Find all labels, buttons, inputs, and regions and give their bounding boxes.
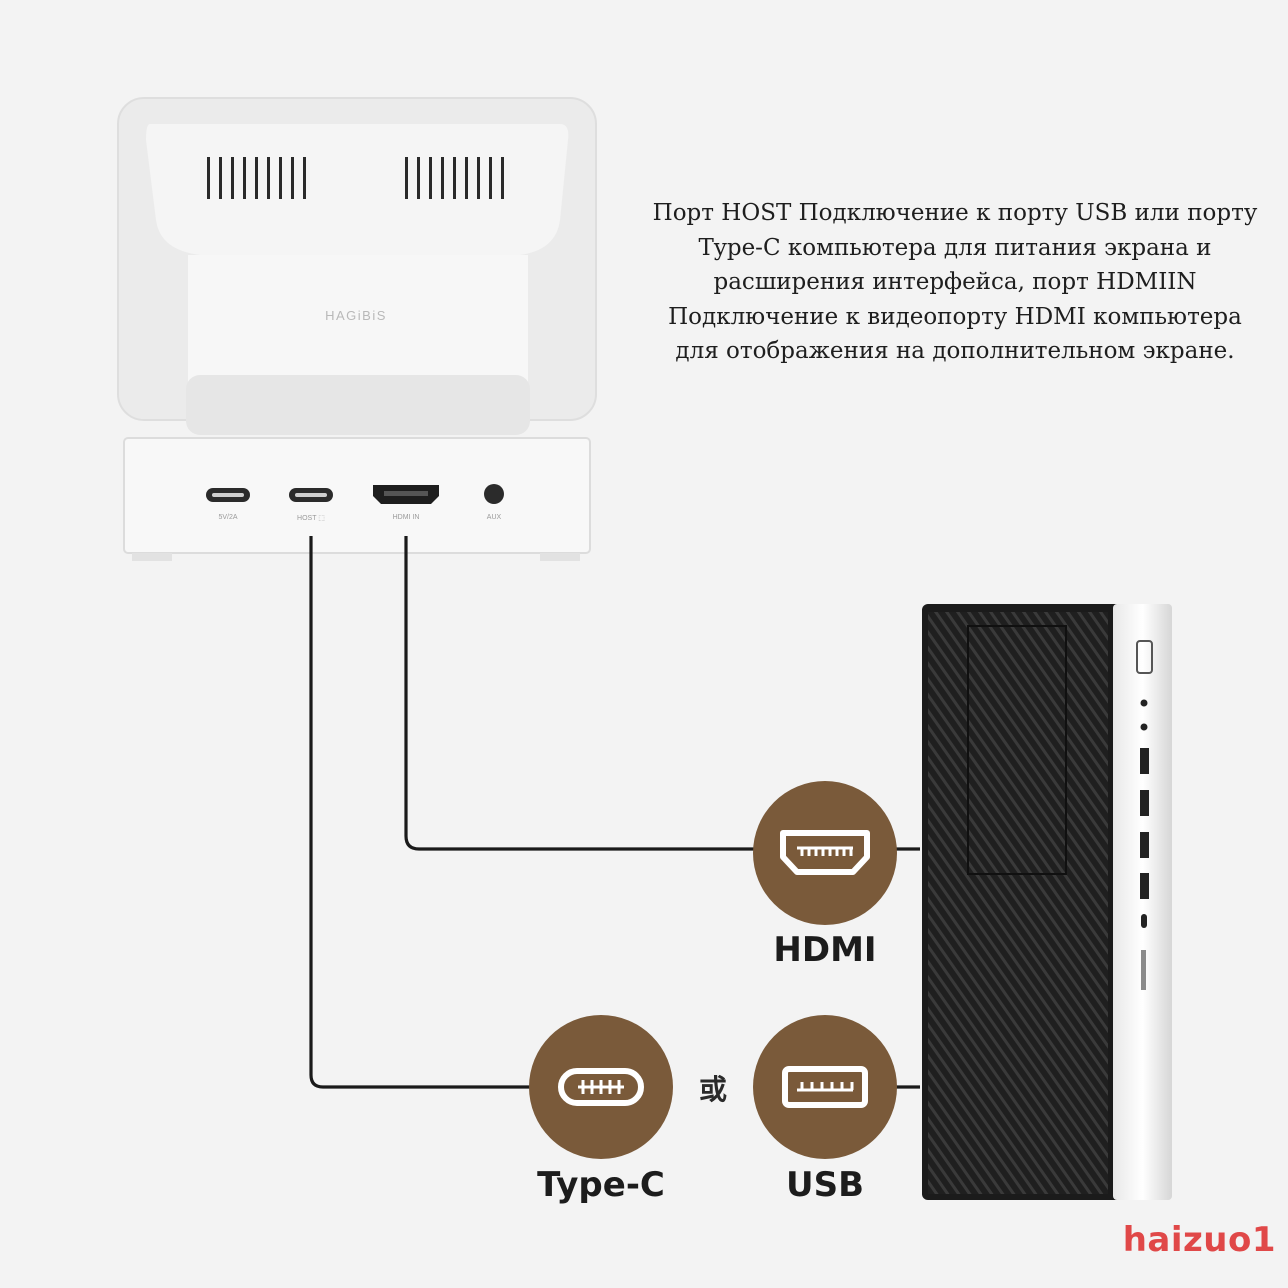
description-line: для отображения на дополнительном экране… [675, 338, 1235, 364]
typec-icon [558, 1068, 644, 1106]
description-text: Порт HOST Подключение к порту USB или по… [622, 196, 1288, 369]
or-label: 或 [698, 1073, 727, 1106]
hdmi-badge [753, 781, 897, 925]
watermark: haizuo1 [1122, 1220, 1276, 1260]
port-host [289, 488, 333, 502]
usb-label: USB [785, 1165, 864, 1205]
port-label-aux: AUX [486, 514, 502, 521]
monitor-device [117, 97, 597, 561]
vent-left [207, 157, 306, 199]
description-line: Type-C компьютера для питания экрана и [698, 234, 1212, 261]
typec-badge [529, 1015, 673, 1159]
usb-badge [753, 1015, 897, 1159]
device-brand: HAGiBiS [325, 308, 387, 323]
port-label-5v2a: 5V/2A [218, 514, 238, 521]
host-cable [309, 536, 540, 1089]
description-line: расширения интерфейса, порт HDMIIN [713, 269, 1197, 295]
port-label-host: HOST ⬚ [297, 515, 325, 522]
pc-tower [922, 604, 1172, 1200]
description-line: Порт HOST Подключение к порту USB или по… [652, 200, 1258, 226]
cables [309, 536, 920, 1089]
hdmi-icon [780, 830, 870, 875]
port-label-hdmi-in: HDMI IN [392, 514, 420, 521]
usb-icon [782, 1066, 868, 1108]
port-5v2a [206, 488, 250, 502]
typec-label: Type-C [537, 1165, 665, 1205]
hdmi-cable [404, 536, 920, 851]
vent-right [405, 157, 504, 199]
description-line: Подключение к видеопорту HDMI компьютера [668, 303, 1242, 330]
port-hdmi-in [373, 485, 439, 504]
port-aux [484, 484, 504, 504]
hdmi-label: HDMI [773, 930, 877, 970]
